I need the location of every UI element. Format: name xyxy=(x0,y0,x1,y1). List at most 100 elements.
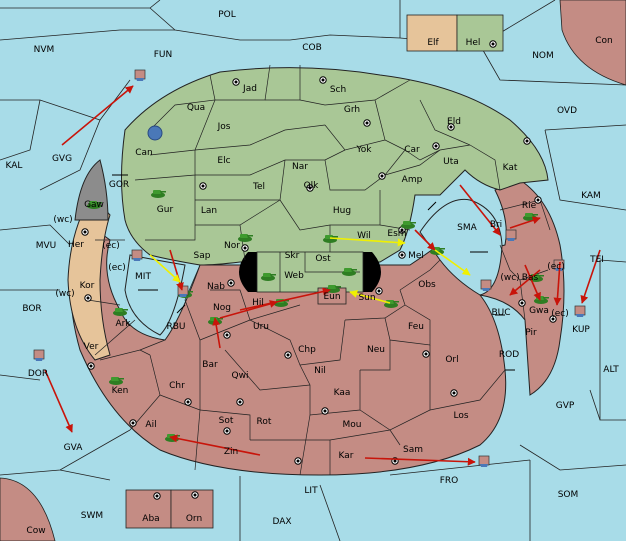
land-label-grh: Grh xyxy=(344,105,360,115)
land-label-los: Los xyxy=(453,411,468,421)
fleet-can xyxy=(147,125,163,141)
land-label-car: Car xyxy=(404,145,420,155)
land-label-cow: Cow xyxy=(26,526,45,536)
sea-label-nom: NOM xyxy=(532,51,554,61)
coast-label: (ec) xyxy=(551,309,569,319)
land-label-eld: Eld xyxy=(447,117,461,127)
support-arrows xyxy=(149,237,471,304)
land-label-kaa: Kaa xyxy=(334,388,351,398)
land-label-qua: Qua xyxy=(187,103,205,113)
land-label-nar: Nar xyxy=(292,162,308,172)
sea-label-kal: KAL xyxy=(6,161,23,171)
land-label-orn: Orn xyxy=(186,514,202,524)
sea-label-ovd: OVD xyxy=(557,106,577,116)
coast-label: (wc) xyxy=(500,273,519,283)
land-elf[interactable] xyxy=(406,14,458,52)
land-label-sch: Sch xyxy=(330,85,346,95)
sea-label-rod: ROD xyxy=(499,350,519,360)
land-label-lan: Lan xyxy=(201,206,217,216)
adjacency-arrows xyxy=(112,174,515,371)
order-arrows xyxy=(44,85,601,466)
land-label-skr: Skr xyxy=(285,251,300,261)
coast-label: (wc) xyxy=(55,289,74,299)
land-label-sot: Sot xyxy=(219,416,234,426)
land-label-neu: Neu xyxy=(367,345,385,355)
land-tan-territory xyxy=(67,194,111,361)
coast-label: (ec) xyxy=(102,241,120,251)
land-label-kat: Kat xyxy=(503,163,518,173)
land-label-can: Can xyxy=(135,148,153,158)
land-label-kar: Kar xyxy=(339,451,354,461)
land-label-gur: Gur xyxy=(157,205,174,215)
sea-label-som: SOM xyxy=(558,490,579,500)
land-label-zin: Zin xyxy=(224,447,238,457)
land-label-chp: Chp xyxy=(298,345,316,355)
land-label-pir: Pir xyxy=(525,328,537,338)
sea-label-gvg: GVG xyxy=(52,154,72,164)
land-label-sap: Sap xyxy=(194,251,211,261)
sea-label-dax: DAX xyxy=(272,517,291,527)
land-label-hug: Hug xyxy=(333,206,351,216)
inner-sea-sma[interactable] xyxy=(419,198,503,296)
land-label-mel: Mel xyxy=(408,251,424,261)
land-label-ken: Ken xyxy=(112,386,129,396)
land-label-her: Her xyxy=(68,240,84,250)
sea-label-fro: FRO xyxy=(440,476,459,486)
sea-label-bor: BOR xyxy=(22,304,41,314)
land-label-hil: Hil xyxy=(252,298,264,308)
sea-label-swm: SWM xyxy=(81,511,103,521)
sea-label-rbu: RBU xyxy=(166,322,185,332)
sea-label-fun: FUN xyxy=(154,50,173,60)
land-label-jad: Jad xyxy=(242,84,257,94)
land-label-web: Web xyxy=(284,271,304,281)
land-label-nab: Nab xyxy=(207,282,225,292)
land-label-ark: Ark xyxy=(115,319,131,329)
sea-label-alt: ALT xyxy=(603,365,619,375)
fleets xyxy=(33,69,586,468)
sea-label-kup: KUP xyxy=(572,325,590,335)
land-label-chr: Chr xyxy=(169,381,185,391)
land-label-wil: Wil xyxy=(357,231,371,241)
land-label-con: Con xyxy=(595,36,613,46)
land-aba[interactable] xyxy=(125,489,172,529)
land-label-sun: Sun xyxy=(358,293,375,303)
land-label-gaw: Gaw xyxy=(84,200,104,210)
land-label-nog: Nog xyxy=(213,303,231,313)
sea-label-cob: COB xyxy=(302,43,322,53)
sea-label-lit: LIT xyxy=(304,486,318,496)
land-label-rie: Rie xyxy=(522,201,537,211)
land-label-gwa: Gwa xyxy=(529,306,549,316)
land-label-bri: Bri xyxy=(490,220,502,230)
land-label-eun: Eun xyxy=(323,292,340,302)
land-label-uta: Uta xyxy=(443,157,459,167)
sea-label-gva: GVA xyxy=(64,443,84,453)
coast-label: (wc) xyxy=(53,215,72,225)
land-label-ver: Ver xyxy=(84,342,99,352)
land-label-sam: Sam xyxy=(403,445,423,455)
sea-label-dor: DOR xyxy=(28,369,48,379)
land-label-nor: Nor xyxy=(224,241,240,251)
land-label-elf: Elf xyxy=(427,38,439,48)
land-label-aba: Aba xyxy=(142,514,159,524)
sea-label-buc: BUC xyxy=(491,308,510,318)
land-label-ail: Ail xyxy=(145,420,156,430)
land-label-bas: Bas xyxy=(522,273,539,283)
sea-label-nvm: NVM xyxy=(34,45,55,55)
land-label-orl: Orl xyxy=(445,355,458,365)
land-label-elc: Elc xyxy=(217,156,230,166)
inner-sea-mit[interactable] xyxy=(124,254,186,336)
land-label-feu: Feu xyxy=(408,322,424,332)
land-label-esm: Esm xyxy=(387,229,406,239)
land-label-bar: Bar xyxy=(202,360,218,370)
coast-label: (ec) xyxy=(547,262,565,272)
land-green-territory xyxy=(121,67,549,266)
land-label-uru: Uru xyxy=(253,322,269,332)
sea-label-tei: TEI xyxy=(589,255,604,265)
land-label-obs: Obs xyxy=(418,280,436,290)
land-label-yok: Yok xyxy=(355,145,372,155)
land-label-jos: Jos xyxy=(217,122,231,132)
coast-label: (ec) xyxy=(108,263,126,273)
sea-label-pol: POL xyxy=(218,10,236,20)
